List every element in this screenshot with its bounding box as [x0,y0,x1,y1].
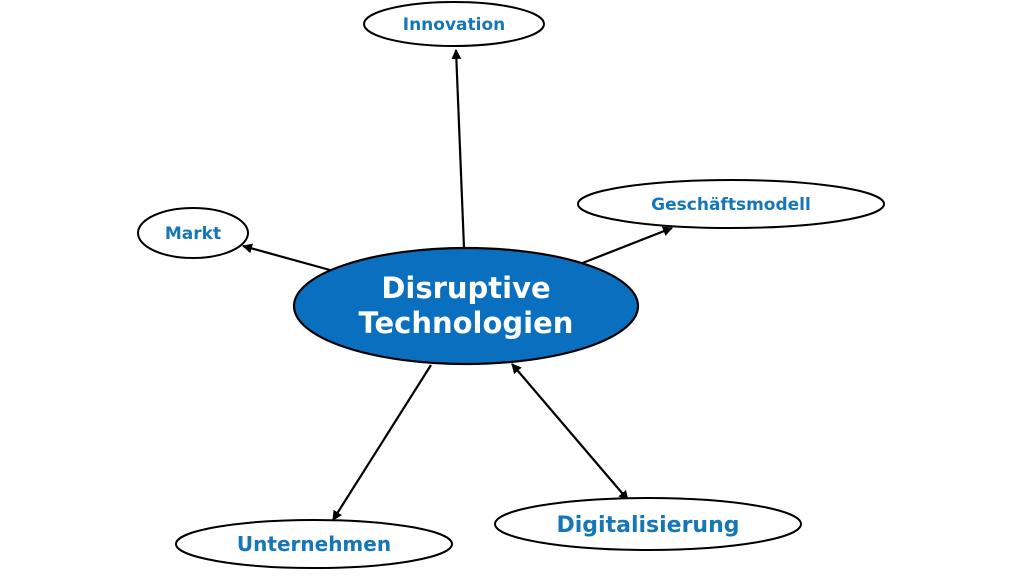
edge-unternehmen [332,364,432,521]
node-unternehmen-label: Unternehmen [237,532,391,556]
node-digitalisierung-shape [494,497,802,551]
center-node: Disruptive Technologien [292,246,640,366]
node-markt-label: Markt [165,224,221,244]
edge-digitalisierung [511,363,629,501]
edge-markt [242,243,331,272]
node-innovation: Innovation [363,1,545,47]
node-markt-shape [137,207,249,259]
node-geschaeftsmodell: Geschäftsmodell [577,179,885,229]
node-unternehmen: Unternehmen [175,519,453,569]
node-geschaeftsmodell-shape [577,179,885,229]
edge-geschaeftsmodell [579,226,673,266]
node-digitalisierung-label: Digitalisierung [556,513,739,538]
center-node-shape [292,246,640,366]
node-markt: Markt [137,207,249,259]
node-unternehmen-shape [175,519,453,569]
center-node-label-line-2: Technologien [359,306,574,340]
node-geschaeftsmodell-label: Geschäftsmodell [651,195,811,215]
node-digitalisierung: Digitalisierung [494,497,802,551]
node-innovation-label: Innovation [403,15,506,35]
node-innovation-shape [363,1,545,47]
edge-innovation [451,49,466,249]
center-node-label-line-1: Disruptive [381,271,550,305]
